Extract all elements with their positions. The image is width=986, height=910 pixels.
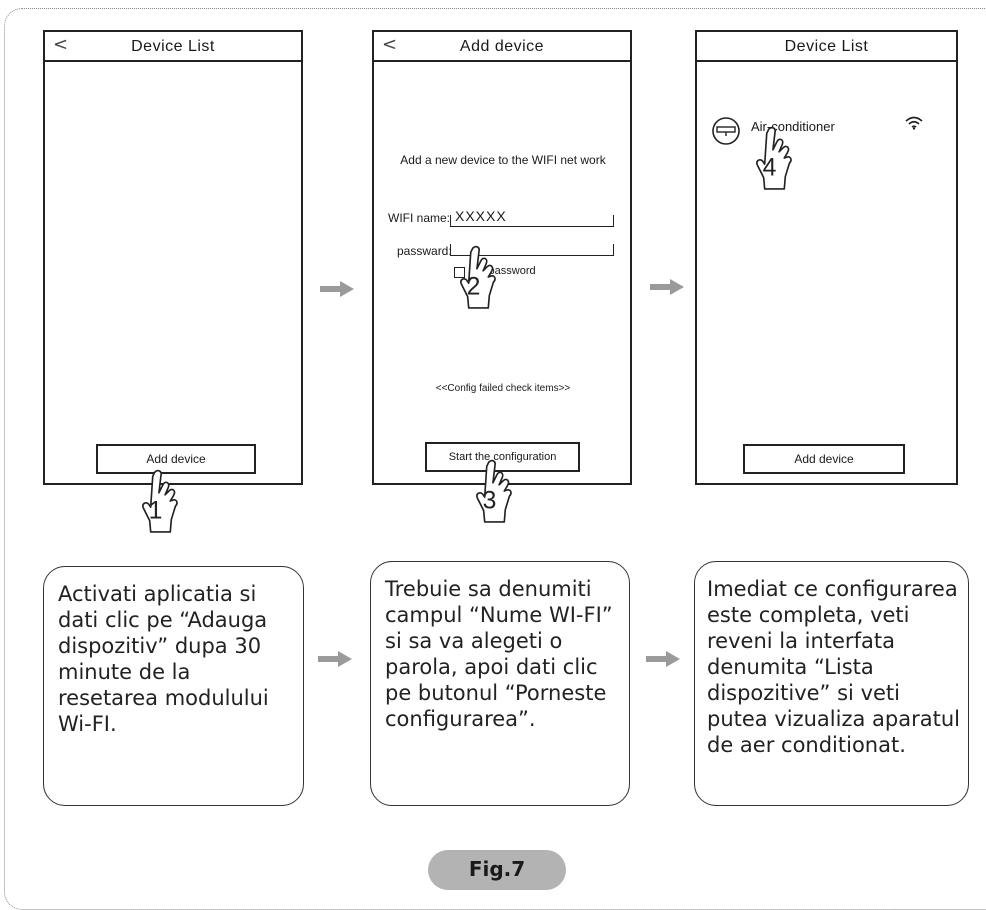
hand-pointer-icon: 1 bbox=[142, 469, 178, 533]
screen-title: Device List bbox=[131, 38, 215, 55]
show-password-checkbox[interactable] bbox=[454, 267, 465, 278]
arrow-right-icon bbox=[318, 651, 352, 667]
instruction-text-1: Activati aplicatia si dati clic pe “Adau… bbox=[58, 582, 269, 736]
back-chevron-icon[interactable]: < bbox=[382, 34, 398, 55]
hand-pointer-icon: 2 bbox=[460, 245, 496, 309]
add-device-button[interactable]: Add device bbox=[743, 444, 905, 474]
title-bar: < Device List bbox=[45, 32, 301, 62]
hand-pointer-icon: 4 bbox=[756, 126, 792, 190]
wifi-icon bbox=[905, 116, 923, 130]
arrow-right-icon bbox=[650, 279, 684, 295]
add-device-button[interactable]: Add device bbox=[96, 444, 256, 474]
wifi-name-value: XXXXX bbox=[455, 208, 507, 224]
instruction-text-3: Imediat ce configurarea este completa, v… bbox=[707, 577, 960, 757]
hand-pointer-icon: 3 bbox=[476, 459, 512, 523]
start-configuration-button[interactable]: Start the configuration bbox=[425, 442, 580, 472]
instruction-note-2: Trebuie sa denumiti campul “Nume WI-FI” … bbox=[370, 561, 630, 806]
arrow-right-icon bbox=[646, 651, 680, 667]
title-bar: Device List bbox=[697, 32, 956, 62]
back-chevron-icon[interactable]: < bbox=[53, 34, 69, 55]
password-label: passward: bbox=[397, 244, 452, 258]
wifi-name-label: WIFI name: bbox=[388, 211, 451, 225]
phone-screen-add-device: < Add device Add a new device to the WIF… bbox=[372, 30, 632, 485]
figure-label: Fig.7 bbox=[428, 850, 566, 890]
instruction-note-3: Imediat ce configurarea este completa, v… bbox=[694, 561, 969, 806]
wifi-name-field[interactable] bbox=[450, 215, 614, 227]
screen-title: Add device bbox=[459, 38, 545, 55]
add-device-prompt: Add a new device to the WIFI net work bbox=[400, 153, 606, 167]
step-number-1: 1 bbox=[149, 498, 163, 525]
show-password-label: y password bbox=[480, 265, 536, 277]
step-number-2: 2 bbox=[467, 274, 481, 301]
phone-screen-device-list-result: Device List Air-conditioner Add device bbox=[695, 30, 958, 485]
screen-title: Device List bbox=[784, 38, 869, 55]
instruction-text-2: Trebuie sa denumiti campul “Nume WI-FI” … bbox=[385, 577, 613, 731]
arrow-right-icon bbox=[320, 281, 354, 297]
phone-screen-device-list: < Device List Add device bbox=[43, 30, 303, 485]
title-bar: < Add device bbox=[374, 32, 630, 62]
password-field[interactable] bbox=[450, 244, 614, 256]
step-number-4: 4 bbox=[763, 155, 777, 182]
config-failed-link[interactable]: <<Config failed check items>> bbox=[435, 383, 571, 394]
instruction-note-1: Activati aplicatia si dati clic pe “Adau… bbox=[43, 566, 304, 806]
step-number-3: 3 bbox=[483, 488, 497, 515]
air-conditioner-icon bbox=[712, 117, 740, 145]
